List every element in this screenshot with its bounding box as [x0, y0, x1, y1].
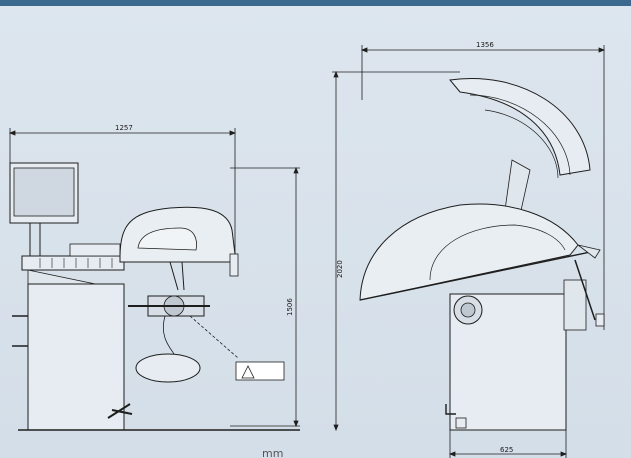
side-height-label: 2020 [336, 260, 344, 278]
front-width-label: 1257 [115, 124, 133, 132]
units-label: mm [262, 447, 283, 458]
front-cabinet [27, 283, 125, 431]
front-height-dimension [230, 166, 300, 428]
warning-label [235, 361, 285, 381]
lower-wheel [135, 353, 201, 383]
base-width-dimension [448, 430, 568, 458]
foot-pedal [107, 403, 133, 419]
side-height-dimension [332, 70, 460, 432]
warning-icon [241, 365, 255, 379]
base-width-label: 625 [500, 446, 513, 454]
side-width-label: 1356 [476, 41, 494, 49]
side-width-dimension [360, 45, 606, 330]
monitor-screen [13, 167, 75, 217]
weight-tray [21, 255, 125, 271]
side-view: 1356 2020 [332, 41, 606, 458]
top-accent-bar [0, 0, 631, 6]
front-view: 1257 1506 [8, 124, 300, 431]
front-width-dimension [8, 128, 237, 260]
front-height-label: 1506 [286, 298, 294, 316]
lowered-hood [359, 203, 579, 301]
raised-hood [449, 78, 591, 176]
